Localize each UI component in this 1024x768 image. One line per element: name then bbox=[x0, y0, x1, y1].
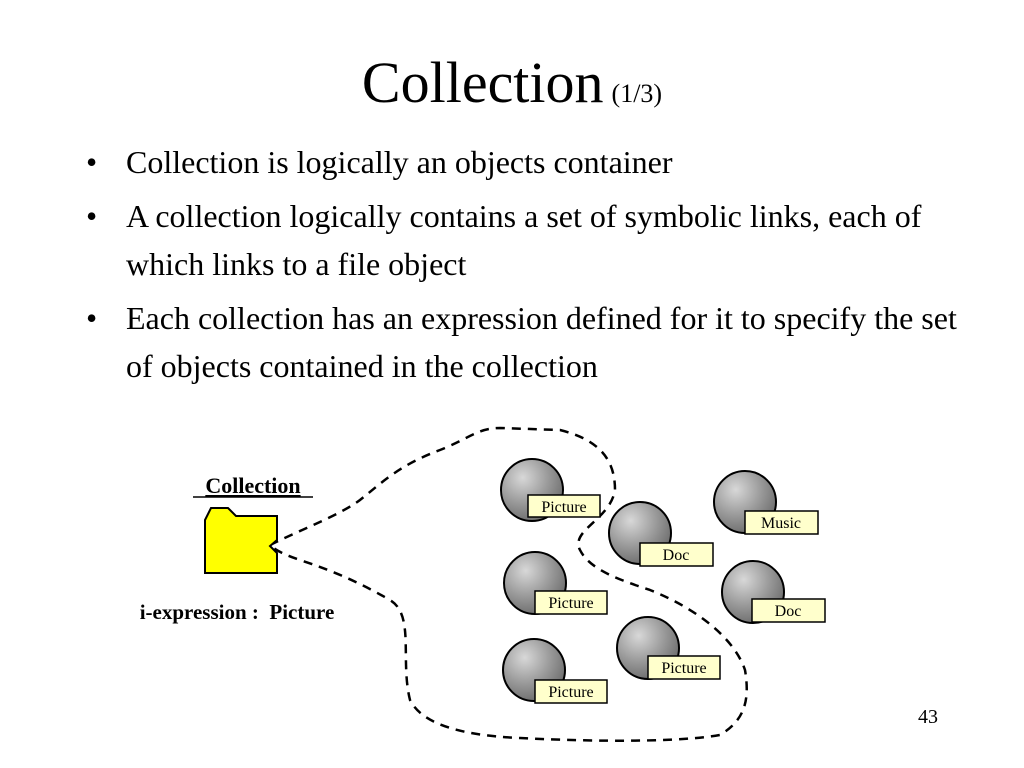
expression-label: i-expression : Picture bbox=[140, 600, 335, 624]
object-label-box bbox=[639, 542, 714, 567]
bullet-item: • A collection logically contains a set o… bbox=[86, 192, 966, 288]
object-picture-4: Picture bbox=[502, 638, 608, 704]
object-label: Picture bbox=[548, 684, 593, 701]
slide-title: Collection(1/3) bbox=[0, 48, 1024, 129]
object-picture-3: Picture bbox=[616, 616, 721, 680]
object-label-box bbox=[534, 679, 608, 704]
bullet-glyph: • bbox=[86, 300, 98, 336]
object-label-box bbox=[744, 510, 819, 535]
bullet-item: • Collection is logically an objects cont… bbox=[86, 138, 966, 186]
bullet-text: Collection is logically an objects conta… bbox=[126, 144, 673, 180]
object-doc-1: Doc bbox=[608, 501, 714, 567]
title-text: Collection bbox=[361, 50, 604, 115]
bullet-text: Each collection has an expression define… bbox=[126, 300, 957, 384]
object-label: Doc bbox=[663, 547, 690, 564]
object-label: Picture bbox=[548, 595, 593, 612]
title-subtitle: (1/3) bbox=[611, 79, 663, 108]
bullet-glyph: • bbox=[86, 198, 98, 234]
bullet-text: A collection logically contains a set of… bbox=[126, 198, 922, 282]
object-picture-1: Picture bbox=[500, 458, 601, 522]
folder-icon bbox=[204, 507, 278, 574]
bullet-glyph: • bbox=[86, 144, 98, 180]
page-number: 43 bbox=[918, 706, 938, 728]
bullet-list: • Collection is logically an objects cont… bbox=[86, 138, 966, 396]
object-label-box bbox=[527, 494, 601, 518]
collection-label: Collection bbox=[205, 473, 300, 498]
object-label: Picture bbox=[661, 660, 706, 677]
object-label-box bbox=[647, 655, 721, 680]
object-label: Picture bbox=[541, 499, 586, 516]
bullet-item: • Each collection has an expression defin… bbox=[86, 294, 966, 390]
object-label: Doc bbox=[775, 603, 802, 620]
object-doc-2: Doc bbox=[721, 560, 826, 624]
collection-boundary bbox=[267, 426, 748, 742]
object-label-box bbox=[534, 590, 608, 615]
object-picture-2: Picture bbox=[503, 551, 608, 615]
object-label: Music bbox=[761, 515, 801, 532]
object-label-box bbox=[751, 598, 826, 623]
object-music-1: Music bbox=[713, 470, 819, 535]
